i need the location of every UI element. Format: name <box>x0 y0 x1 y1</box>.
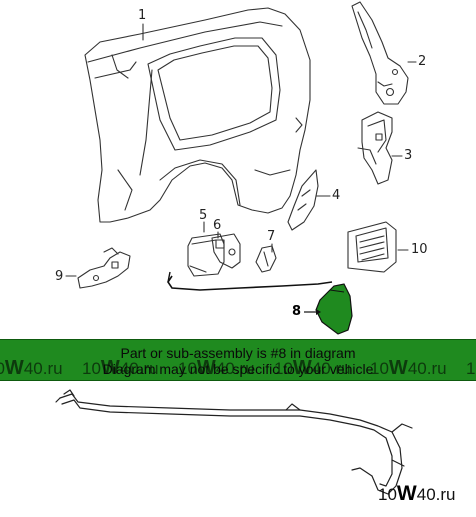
vent-part-10 <box>347 221 397 273</box>
callout-10: 10 <box>411 242 428 257</box>
watermark-logo: 10W40.ru <box>274 357 351 379</box>
callout-1: 1 <box>138 8 147 23</box>
callout-5: 5 <box>199 208 208 223</box>
banner-line-disclaimer: Diagram may not be specific to your vehi… <box>102 361 374 377</box>
banner-line-part-note: Part or sub-assembly is #8 in diagram <box>120 345 356 361</box>
callout-2: 2 <box>418 54 427 69</box>
plug-part-7 <box>255 245 277 273</box>
housing-part-3 <box>357 111 393 185</box>
watermark-logo: 10W40.ru <box>370 357 447 379</box>
callout-9: 9 <box>55 269 64 284</box>
callout-6: 6 <box>213 218 222 233</box>
callout-8: 8 <box>292 304 302 319</box>
cable-detail-view <box>55 389 413 495</box>
callout-4: 4 <box>332 188 341 203</box>
quarter-panel-part-1 <box>84 7 311 223</box>
callout-7: 7 <box>267 229 276 244</box>
bracket-part-2 <box>351 1 409 105</box>
info-banner: 10W40.ru 10W40.ru 10W40.ru 10W40.ru 10W4… <box>0 339 476 381</box>
watermark-logo: 10W40.ru <box>0 357 63 379</box>
site-logo: 10W40.ru <box>378 482 456 505</box>
callout-3: 3 <box>404 148 413 163</box>
liner-part-4 <box>287 169 319 231</box>
latch-part-9 <box>77 247 131 289</box>
hinge-part-6 <box>211 233 241 269</box>
watermark-logo: 10W40.ru <box>82 357 159 379</box>
leader-8 <box>304 309 321 315</box>
watermark-logo: 10W40.ru <box>466 359 476 378</box>
release-cable-part-8 <box>167 271 353 335</box>
watermark-logo: 10W40.ru <box>178 357 255 379</box>
watermark-row: 10W40.ru 10W40.ru 10W40.ru 10W40.ru 10W4… <box>0 357 476 379</box>
